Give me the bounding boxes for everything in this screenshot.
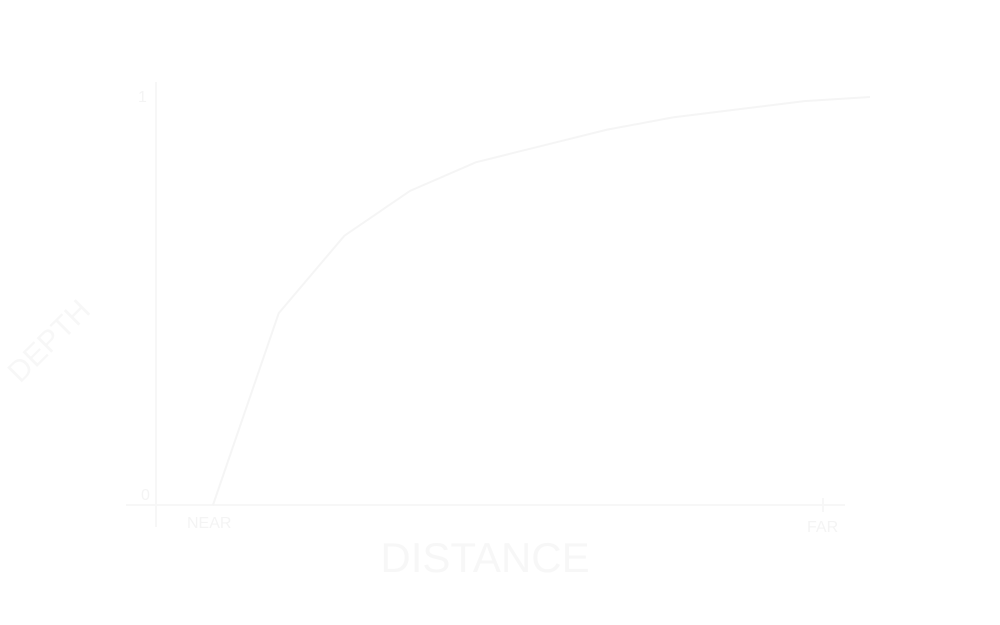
y-axis-title: DEPTH [2,294,97,389]
y-tick-label-min: 0 [141,487,150,504]
x-tick-label-far: FAR [807,519,838,536]
depth-curve [212,96,871,506]
x-axis-title: DISTANCE [380,534,589,581]
y-tick-label-max: 1 [138,89,147,106]
x-tick-label-near: NEAR [187,515,231,532]
series-layer [212,96,871,506]
